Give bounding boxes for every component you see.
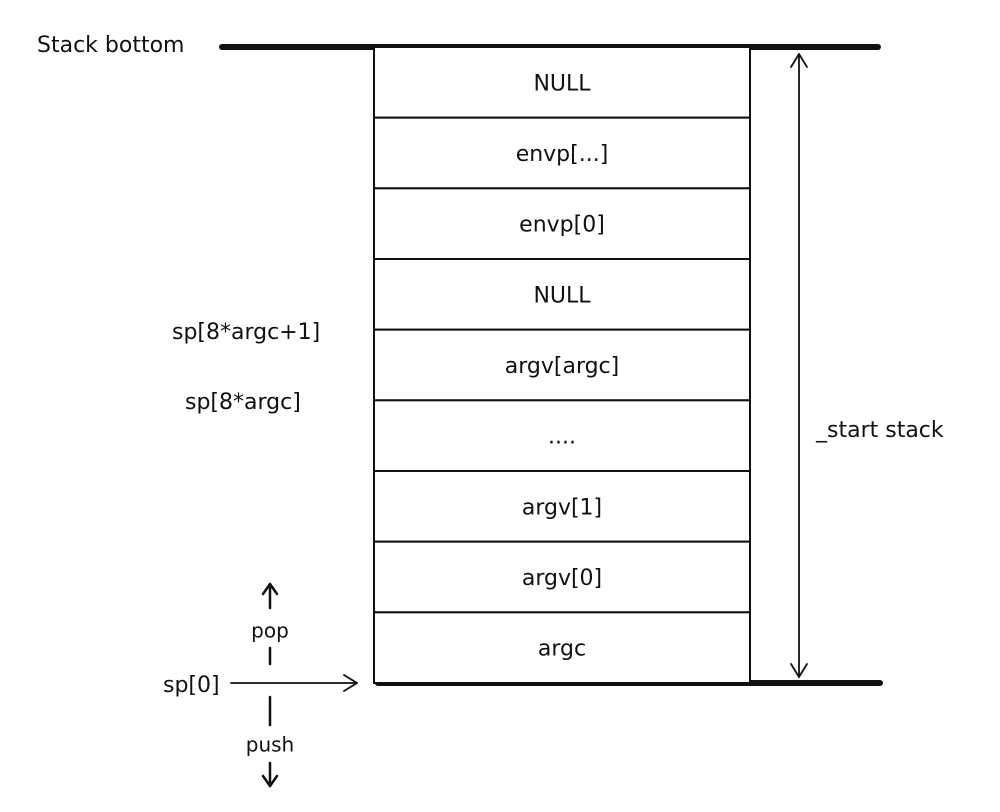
sp-argc-label: sp[8*argc] bbox=[185, 390, 301, 415]
pop-label: pop bbox=[251, 619, 289, 643]
span-arrow-down-head bbox=[790, 663, 808, 678]
stack-cell-label: argv[0] bbox=[522, 566, 602, 591]
stack-cell-label: .... bbox=[548, 425, 576, 450]
push-label: push bbox=[246, 733, 294, 757]
sp0-pointer-arrow bbox=[230, 674, 358, 692]
pop-arrow-head bbox=[261, 582, 279, 596]
stack-bottom-label: Stack bottom bbox=[37, 33, 184, 58]
stack-cell bbox=[373, 258, 751, 331]
start-stack-label: _start stack bbox=[815, 418, 944, 443]
start-stack-span-arrow bbox=[790, 53, 808, 678]
stack-cell-label: envp[0] bbox=[519, 213, 605, 238]
push-arrow bbox=[261, 695, 279, 788]
stack-cell-label: argv[1] bbox=[522, 495, 602, 520]
stack-cell bbox=[373, 116, 751, 190]
sp-argc-plus-1-label: sp[8*argc+1] bbox=[172, 320, 320, 345]
sp0-arrow-head bbox=[343, 674, 358, 692]
stack-cell bbox=[373, 46, 751, 119]
span-arrow-up-head bbox=[790, 53, 808, 68]
stack-cell-label: argv[argc] bbox=[505, 354, 620, 379]
stack-cells: NULL envp[...] envp[0] NULL argv[argc].... ar… bbox=[373, 46, 751, 684]
stack-cell-label: NULL bbox=[533, 71, 591, 96]
push-arrow-head bbox=[261, 774, 279, 788]
stack-cell bbox=[373, 187, 751, 260]
stack-cell-label: argc bbox=[538, 637, 586, 662]
sp0-label: sp[0] bbox=[163, 673, 220, 698]
stack-cell-label: envp[...] bbox=[516, 142, 609, 167]
stack-cell bbox=[373, 470, 751, 543]
stack-cell bbox=[373, 399, 751, 473]
stack-cell-label: NULL bbox=[533, 283, 591, 308]
pop-arrow bbox=[261, 582, 279, 666]
stack-cell bbox=[373, 328, 751, 402]
stack-cell bbox=[373, 611, 751, 684]
